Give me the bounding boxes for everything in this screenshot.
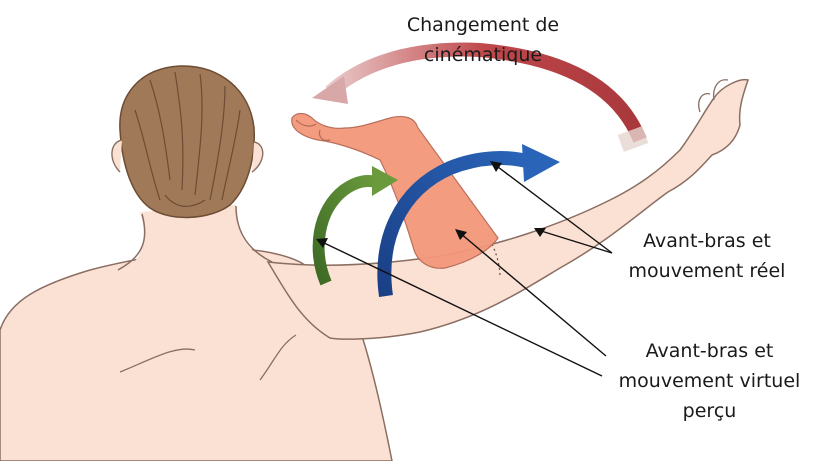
- virtual-forearm-line-3: perçu: [607, 396, 812, 426]
- real-arm: [268, 80, 748, 339]
- kinematic-change-line-2: cinématique: [398, 40, 568, 70]
- virtual-forearm-line-2: mouvement virtuel: [607, 366, 812, 396]
- left-ear: [112, 140, 122, 172]
- virtual-forearm-line-1: Avant-bras et: [607, 336, 812, 366]
- real-movement-arrowhead: [522, 144, 560, 182]
- real-forearm-label: Avant-bras et mouvement réel: [612, 226, 802, 286]
- virtual-forearm-label: Avant-bras et mouvement virtuel perçu: [607, 336, 812, 426]
- kinematic-change-line-1: Changement de: [398, 10, 568, 40]
- real-forearm-line-1: Avant-bras et: [612, 226, 802, 256]
- real-forearm-line-2: mouvement réel: [612, 256, 802, 286]
- kinematic-change-arrowhead: [312, 76, 348, 104]
- kinematic-change-label: Changement de cinématique: [398, 10, 568, 70]
